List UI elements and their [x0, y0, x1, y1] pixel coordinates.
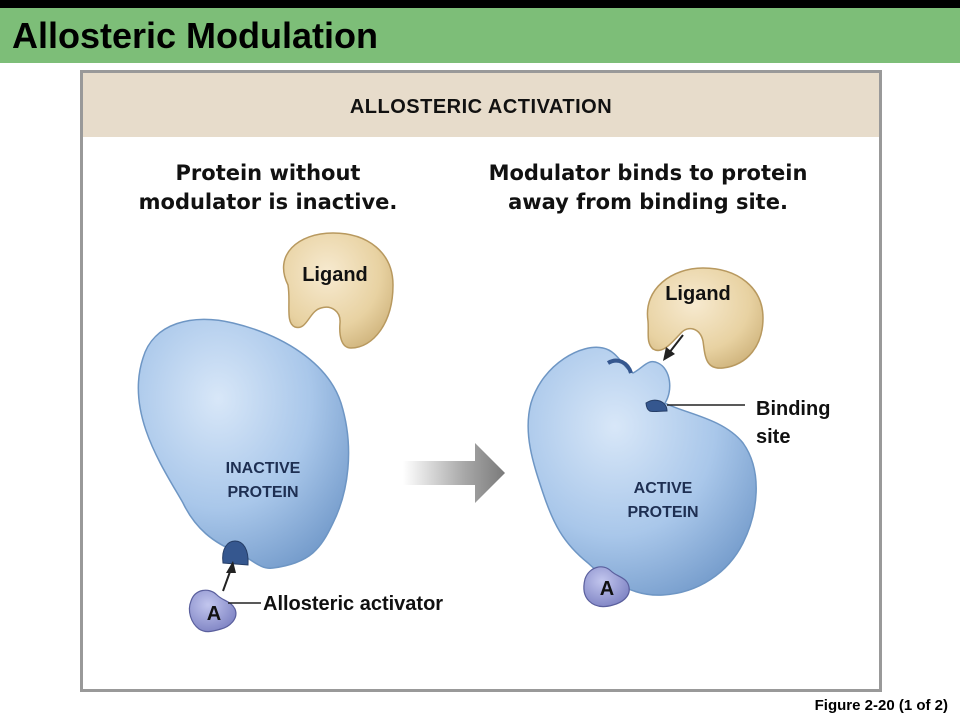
right-caption-line-2: away from binding site. — [508, 190, 788, 214]
left-ligand-shape — [282, 232, 394, 349]
left-caption-line-1: Protein without — [175, 161, 361, 185]
section-header: ALLOSTERIC ACTIVATION — [83, 73, 879, 137]
ligand-pointer-line — [668, 334, 684, 354]
figure-frame: ALLOSTERIC ACTIVATION Protein without mo… — [80, 70, 882, 692]
inactive-allosteric-pocket — [222, 540, 249, 566]
right-activator-letter: A — [600, 578, 614, 600]
left-caption-line-2: modulator is inactive. — [138, 190, 398, 214]
right-ligand-shape — [646, 267, 764, 369]
title-bar — [0, 8, 960, 63]
active-protein-shape — [527, 346, 757, 596]
binding-site-label-line-2: site — [756, 426, 790, 448]
left-activator-shape — [188, 589, 237, 633]
inactive-protein-shape — [137, 318, 350, 569]
slide-title: Allosteric Modulation — [12, 15, 379, 56]
right-caption: Modulator binds to protein away from bin… — [463, 159, 833, 217]
active-protein-label-line-1: ACTIVE — [634, 480, 693, 497]
left-activator-letter: A — [207, 603, 221, 625]
active-protein-groove — [606, 358, 633, 374]
figure-reference: Figure 2-20 (1 of 2) — [814, 697, 948, 714]
allosteric-activator-label: Allosteric activator — [263, 593, 443, 615]
active-protein-label-line-2: PROTEIN — [627, 504, 698, 521]
left-ligand-label: Ligand — [302, 264, 368, 286]
binding-site-shape — [645, 399, 668, 413]
transition-arrow — [403, 443, 505, 503]
binding-site-label-line-1: Binding — [756, 398, 830, 420]
left-caption: Protein without modulator is inactive. — [103, 159, 433, 217]
inactive-protein-label-line-1: INACTIVE — [226, 460, 301, 477]
top-black-bar — [0, 0, 960, 8]
right-ligand-label: Ligand — [665, 283, 731, 305]
right-caption-line-1: Modulator binds to protein — [488, 161, 808, 185]
activator-pointer-head — [226, 561, 236, 573]
right-activator-shape — [583, 566, 630, 608]
inactive-protein-label-line-2: PROTEIN — [227, 484, 298, 501]
ligand-pointer-head — [663, 347, 675, 361]
diagram-art: Ligand Ligand INACTIVE PROTEIN ACTIVE PR… — [137, 232, 830, 633]
